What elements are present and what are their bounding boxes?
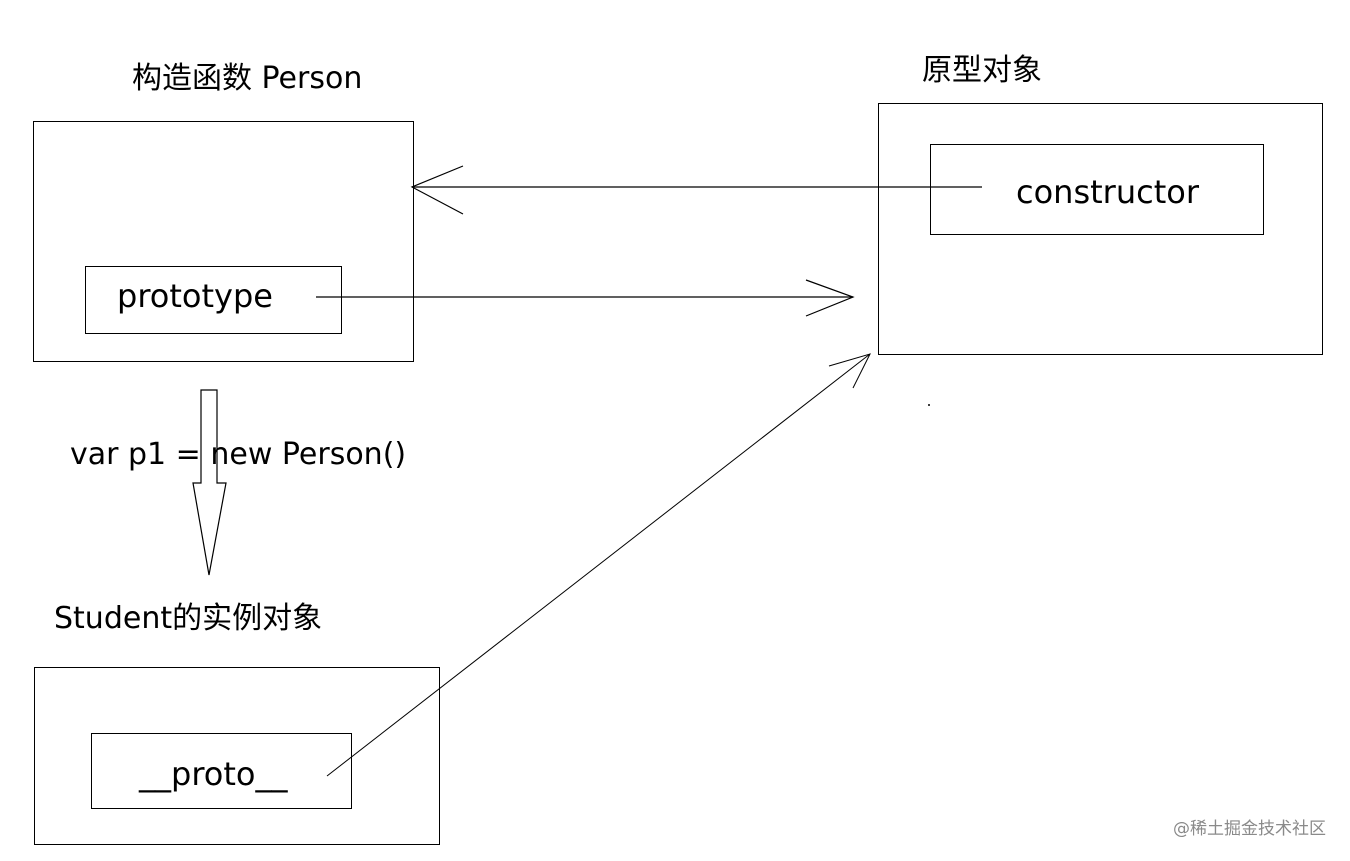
proto-property-label: __proto__ (139, 755, 288, 793)
prototype-property-label: prototype (117, 277, 273, 315)
constructor-title: 构造函数 Person (132, 61, 363, 96)
stray-dot (928, 404, 930, 406)
constructor-function-box (33, 121, 414, 362)
proto-to-object-arrow (326, 353, 871, 777)
new-expression-label: var p1 = new Person() (70, 437, 407, 472)
instantiation-arrow (192, 389, 227, 576)
instance-title: Student的实例对象 (54, 601, 323, 636)
instance-object-box (34, 667, 440, 845)
constructor-property-box (930, 144, 1264, 235)
constructor-property-label: constructor (1016, 173, 1199, 211)
watermark: @稀土掘金技术社区 (1173, 819, 1326, 839)
prototype-object-title: 原型对象 (922, 53, 1042, 88)
proto-property-box (91, 733, 352, 809)
constructor-to-function-arrow (410, 165, 982, 215)
prototype-object-box (878, 103, 1323, 355)
prototype-property-box (85, 266, 342, 334)
prototype-to-object-arrow (316, 279, 855, 317)
